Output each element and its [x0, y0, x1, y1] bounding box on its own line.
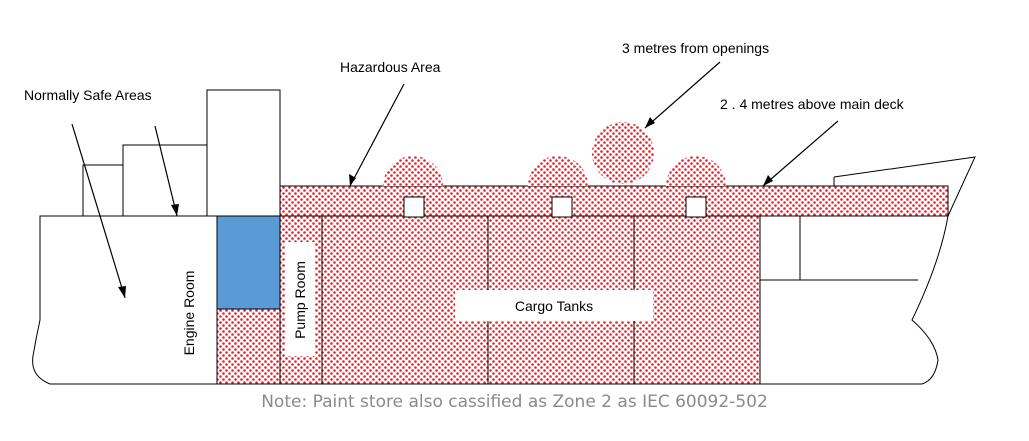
- hazard-domes: [383, 122, 726, 186]
- label-hazardous-area: Hazardous Area: [340, 59, 441, 75]
- label-normally-safe-areas: Normally Safe Areas: [24, 87, 152, 103]
- arrow-heads: [118, 117, 773, 298]
- vent-openings: [403, 196, 707, 218]
- forward-hull: [759, 215, 949, 385]
- hazard-deck-band: [279, 185, 949, 217]
- superstructure: [82, 89, 281, 217]
- label-pump-room: Pump Room: [292, 261, 308, 339]
- footnote: Note: Paint store also cassified as Zone…: [261, 392, 768, 412]
- pointer-arrows: [71, 61, 839, 299]
- label-cargo-tanks: Cargo Tanks: [515, 298, 593, 314]
- safe-room-blue: [216, 215, 281, 310]
- aft-hull: [32, 215, 218, 385]
- forward-hull-details: [760, 216, 918, 281]
- label-engine-room: Engine Room: [181, 271, 197, 356]
- bow-rail: [833, 156, 976, 217]
- pump-room-label-box: [285, 242, 315, 356]
- label-openings-distance: 3 metres from openings: [622, 40, 769, 56]
- label-above-deck: 2 . 4 metres above main deck: [720, 96, 905, 112]
- cargo-tanks-label-box: [455, 290, 653, 321]
- engine-room-hazard: [216, 308, 281, 385]
